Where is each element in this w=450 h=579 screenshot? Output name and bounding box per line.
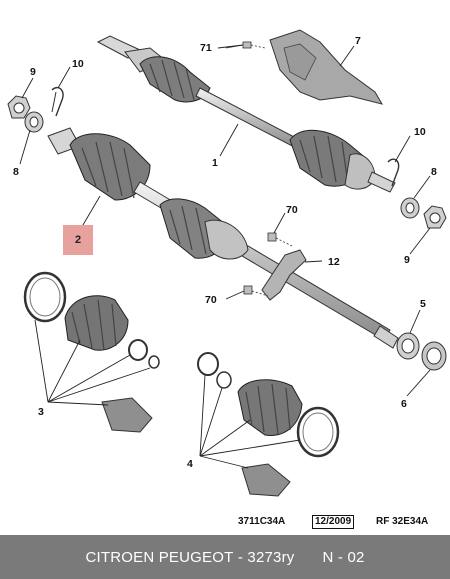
footer-bar: CITROEN PEUGEOT - 3273ry N - 02 bbox=[0, 535, 450, 579]
footer-part-number: 3273ry bbox=[247, 548, 295, 566]
callout-8-right: 8 bbox=[431, 166, 437, 178]
boot-kit-3 bbox=[23, 271, 160, 433]
revision-date: 12/2009 bbox=[312, 515, 355, 529]
callout-7: 7 bbox=[355, 35, 361, 47]
nut-9-right bbox=[423, 205, 447, 229]
callout-8-left: 8 bbox=[13, 166, 19, 178]
callout-2-highlight[interactable]: 2 bbox=[63, 225, 93, 255]
bracket-12 bbox=[261, 249, 307, 301]
footer-separator: - bbox=[233, 548, 248, 566]
callout-9-left: 9 bbox=[30, 66, 36, 78]
bolt-70-upper bbox=[267, 232, 293, 247]
bolt-71 bbox=[225, 41, 266, 49]
driveshaft-2 bbox=[47, 127, 399, 349]
callout-70-upper: 70 bbox=[286, 204, 298, 216]
part-code: 3711C34A bbox=[238, 516, 286, 527]
callout-10-right: 10 bbox=[414, 126, 426, 138]
split-pin-10-right bbox=[387, 158, 400, 187]
callout-4: 4 bbox=[187, 458, 193, 470]
callout-9-right: 9 bbox=[404, 254, 410, 266]
callout-5: 5 bbox=[420, 298, 426, 310]
washer-8-right bbox=[400, 197, 420, 219]
rf-code: RF 32E34A bbox=[376, 516, 429, 527]
callout-6: 6 bbox=[401, 398, 407, 410]
leader-lines bbox=[19, 44, 431, 469]
bolt-70-lower bbox=[243, 285, 269, 297]
split-pin-10-left bbox=[51, 86, 64, 117]
callout-2: 2 bbox=[74, 234, 82, 246]
callout-1: 1 bbox=[212, 157, 218, 169]
callout-71: 71 bbox=[200, 42, 212, 54]
washer-8-left bbox=[24, 111, 44, 133]
seal-5 bbox=[396, 332, 420, 360]
callout-3: 3 bbox=[38, 406, 44, 418]
nut-9-left bbox=[7, 95, 31, 119]
driveshaft-exploded-diagram bbox=[7, 29, 447, 497]
bracket-7 bbox=[269, 29, 384, 105]
footer-page: N - 02 bbox=[322, 548, 365, 566]
callout-12: 12 bbox=[328, 256, 340, 268]
footer-brand: CITROEN PEUGEOT bbox=[85, 548, 234, 566]
driveshaft-1 bbox=[96, 35, 396, 193]
bearing-6 bbox=[421, 341, 447, 371]
callout-10-left: 10 bbox=[72, 58, 84, 70]
callout-70-lower: 70 bbox=[205, 294, 217, 306]
boot-kit-4 bbox=[197, 352, 340, 497]
